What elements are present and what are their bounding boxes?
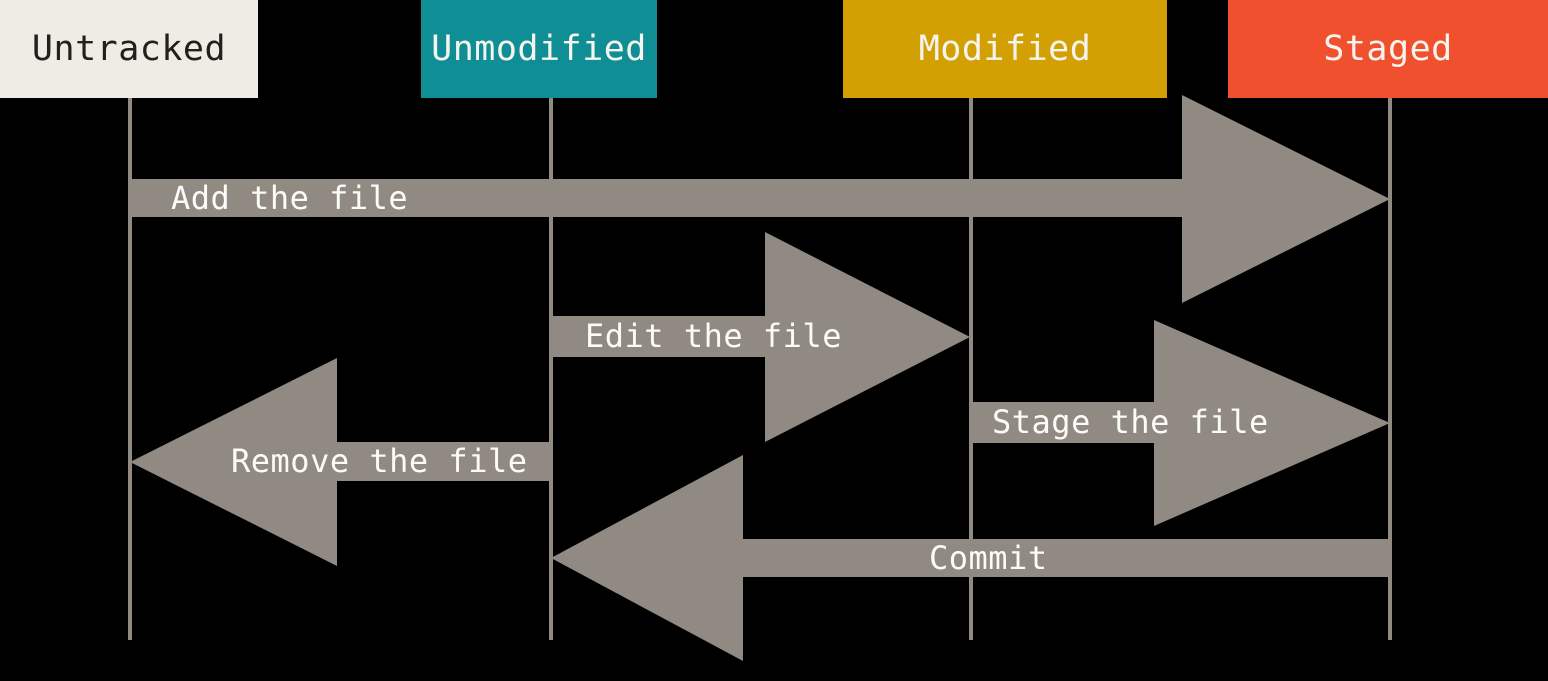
state-label-unmodified: Unmodified	[431, 29, 647, 69]
lifeline-modified	[969, 97, 973, 640]
arrow-add-the-file-shaft	[130, 179, 1182, 217]
state-label-untracked: Untracked	[31, 29, 227, 69]
arrow-remove-the-file-shaft	[337, 442, 551, 481]
arrow-commit-head-left	[551, 455, 743, 661]
state-label-staged: Staged	[1323, 29, 1453, 69]
state-box-untracked: Untracked	[0, 0, 258, 98]
arrow-edit-the-file-head-right	[765, 232, 970, 442]
arrow-label-add-the-file: Add the file	[171, 179, 409, 217]
arrow-label-remove-the-file: Remove the file	[231, 442, 528, 480]
state-box-unmodified: Unmodified	[421, 0, 657, 98]
arrow-stage-the-file-head-right	[1154, 320, 1390, 526]
state-box-modified: Modified	[843, 0, 1167, 98]
arrow-label-commit: Commit	[929, 539, 1048, 577]
lifeline-staged	[1388, 97, 1392, 640]
arrow-label-stage-the-file: Stage the file	[992, 403, 1269, 441]
arrow-edit-the-file-shaft	[551, 316, 765, 357]
state-label-modified: Modified	[918, 29, 1092, 69]
arrow-commit-shaft	[743, 539, 1390, 577]
lifeline-unmodified	[549, 97, 553, 640]
arrow-stage-the-file-shaft	[971, 402, 1154, 443]
arrow-add-the-file-head-right	[1182, 95, 1390, 303]
state-box-staged: Staged	[1228, 0, 1548, 98]
arrow-remove-the-file-head-left	[130, 358, 337, 566]
arrow-label-edit-the-file: Edit the file	[585, 317, 842, 355]
